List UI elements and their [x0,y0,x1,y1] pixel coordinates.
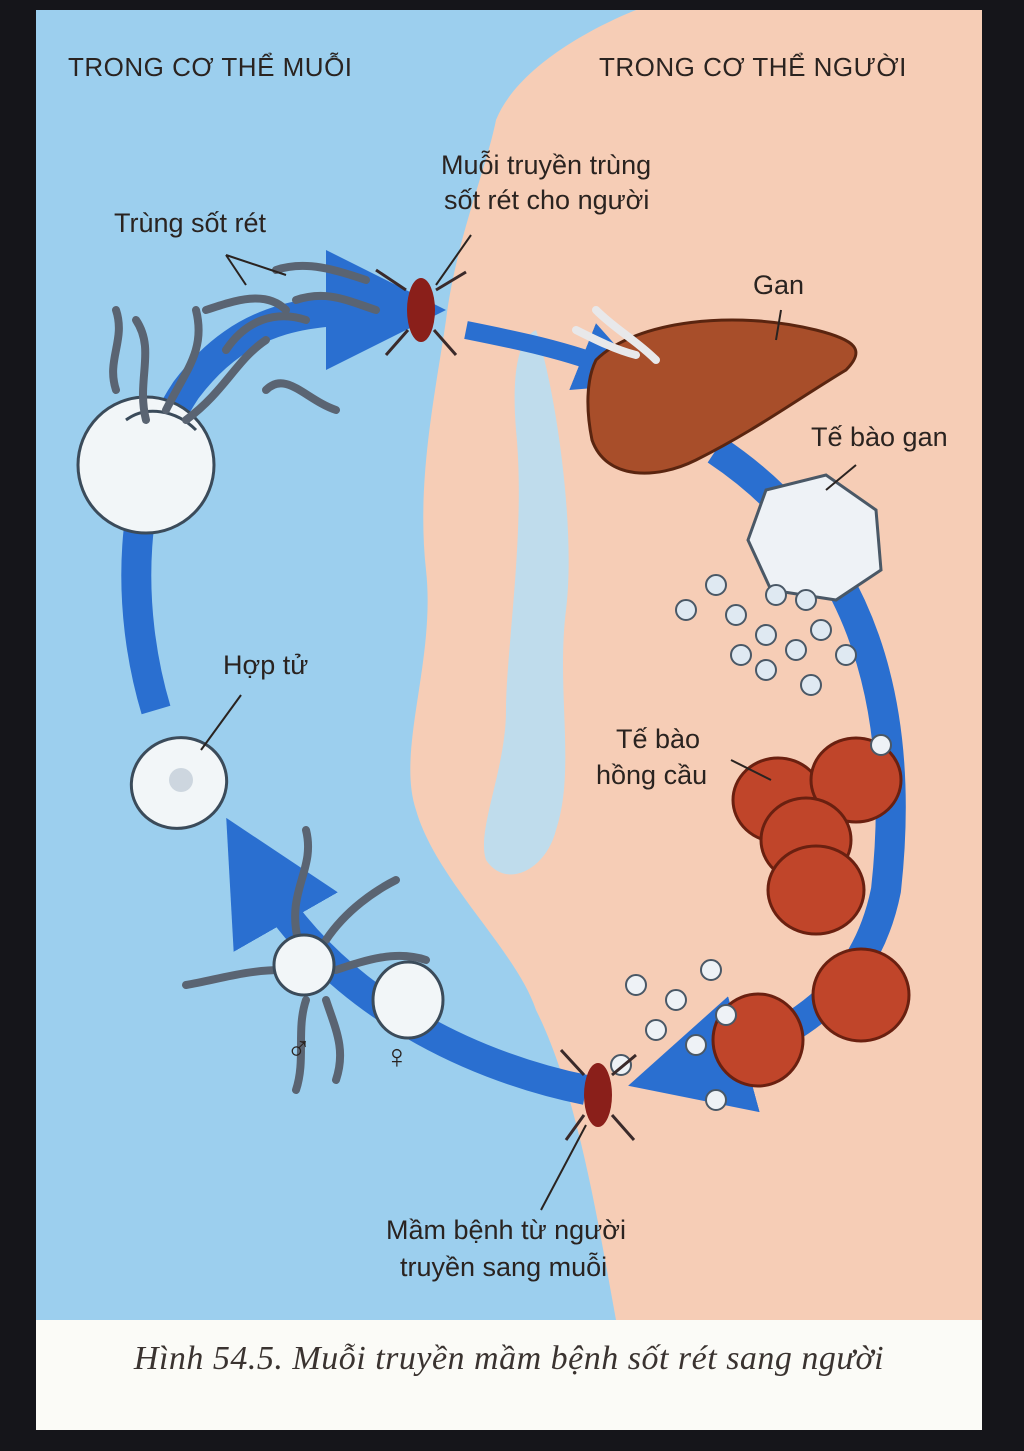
mosquito-icon-top [375,268,467,356]
female-symbol: ♀ [384,1038,410,1076]
header-human: TRONG CƠ THỂ NGƯỜI [599,52,907,82]
header-mosquito: TRONG CƠ THỂ MUỖI [68,52,353,82]
figure-frame: TRONG CƠ THỂ MUỖI TRONG CƠ THỂ NGƯỜI Muỗ… [36,10,982,1430]
arrow-oocyst-to-sporozoites [121,250,446,715]
leader-lines [200,234,857,1211]
merozoites-released [675,574,857,696]
label-zygote: Hợp tử [223,650,309,680]
liver-cell-icon [746,473,883,602]
label-mosquito-to-human-2: sốt rét cho người [444,185,650,215]
figure-caption: Hình 54.5. Muỗi truyền mầm bệnh sốt rét … [133,1340,885,1377]
label-human-to-mosquito-1: Mầm bệnh từ người [386,1215,626,1245]
mosquito-icon-bottom [559,1048,637,1141]
label-human-to-mosquito-2: truyền sang muỗi [400,1252,608,1282]
red-blood-cells [711,736,911,1088]
label-liver-cell: Tế bào gan [811,422,948,452]
liver-icon [572,306,858,475]
zygote-cell [129,736,229,830]
blood-merozoites [610,734,892,1111]
body-silhouette [483,330,569,875]
label-mosquito-to-human-1: Muỗi truyền trùng [441,150,652,180]
sporozoites [109,261,380,424]
label-red-cell-1: Tế bào [616,724,701,754]
male-gamete [182,826,430,1094]
malaria-life-cycle-diagram [36,10,982,1320]
label-liver: Gan [753,270,805,300]
label-parasite: Trùng sốt rét [114,208,267,238]
label-red-cell-2: hồng cầu [596,760,708,790]
male-symbol: ♂ [286,1030,312,1068]
female-gamete [371,960,445,1040]
